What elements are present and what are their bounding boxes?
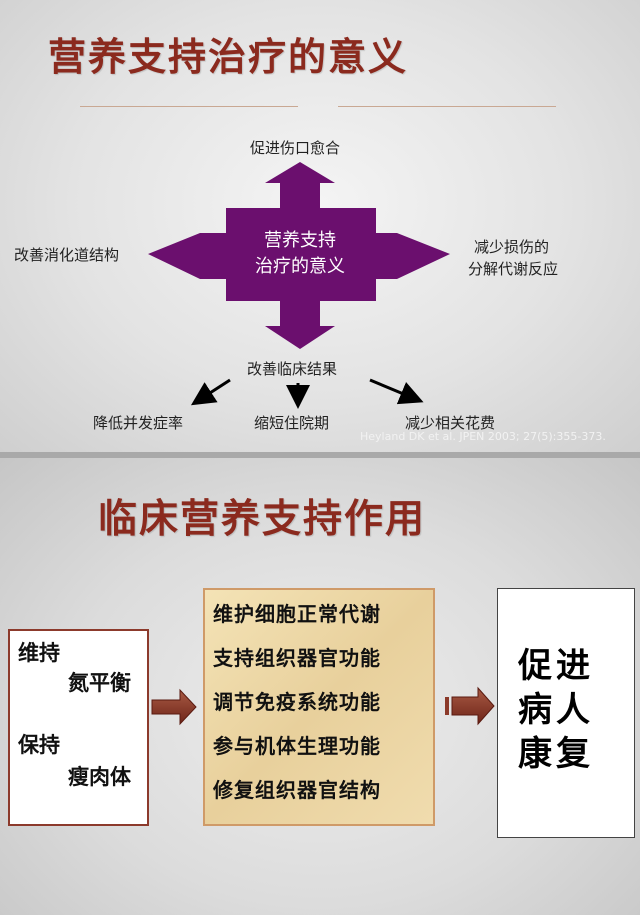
function-item: 维护细胞正常代谢 xyxy=(213,602,381,626)
center-label-line1: 营养支持 xyxy=(264,230,336,251)
recovery-box: 促进 病人 康复 xyxy=(497,588,635,838)
recovery-line1: 促进 xyxy=(518,646,594,686)
function-item: 支持组织器官功能 xyxy=(213,646,381,670)
recovery-line3: 康复 xyxy=(518,734,594,774)
citation: Heyland DK et al. JPEN 2003; 27(5):355-3… xyxy=(360,430,606,443)
slide-title: 营养支持治疗的意义 xyxy=(48,35,409,79)
outcome-complications: 降低并发症率 xyxy=(93,414,184,432)
slide-nutrition-significance: 营养支持治疗的意义 营养支持 治疗的意义 促进伤口愈合 改善消化道结构 减少损伤… xyxy=(0,0,640,452)
outcome-costs: 减少相关花费 xyxy=(405,414,496,432)
recovery-line2: 病人 xyxy=(518,690,594,730)
center-label: 营养支持 治疗的意义 xyxy=(230,228,370,280)
preserve-label: 保持 xyxy=(18,732,60,757)
label-left: 改善消化道结构 xyxy=(14,246,120,264)
slide-title-2: 临床营养支持作用 xyxy=(98,497,427,542)
functions-box: 维护细胞正常代谢 支持组织器官功能 调节免疫系统功能 参与机体生理功能 修复组织… xyxy=(203,588,435,826)
slide-separator xyxy=(0,452,640,458)
outcome-hospital-stay: 缩短住院期 xyxy=(254,414,330,432)
four-way-arrow-shape xyxy=(148,162,450,349)
recovery-text: 促进 病人 康复 xyxy=(518,644,618,776)
nitrogen-balance-label: 氮平衡 xyxy=(68,670,131,695)
label-top: 促进伤口愈合 xyxy=(250,139,341,157)
function-item: 修复组织器官结构 xyxy=(213,778,381,802)
function-item: 参与机体生理功能 xyxy=(213,734,381,758)
outcome-arrow-left xyxy=(190,378,231,406)
center-label-line2: 治疗的意义 xyxy=(255,256,345,277)
title-divider-right xyxy=(338,106,556,107)
label-bottom: 改善临床结果 xyxy=(247,360,338,378)
label-right-line1: 减少损伤的 xyxy=(474,238,550,256)
outcome-arrow-right xyxy=(369,378,424,405)
maintain-box: 维持 氮平衡 保持 瘦肉体 xyxy=(8,629,149,826)
label-right-line2: 分解代谢反应 xyxy=(468,260,559,278)
title-divider-left xyxy=(80,106,298,107)
significance-diagram xyxy=(148,162,450,409)
lean-body-mass-label: 瘦肉体 xyxy=(68,764,131,789)
function-item: 调节免疫系统功能 xyxy=(213,690,381,714)
maintain-label: 维持 xyxy=(18,640,60,665)
